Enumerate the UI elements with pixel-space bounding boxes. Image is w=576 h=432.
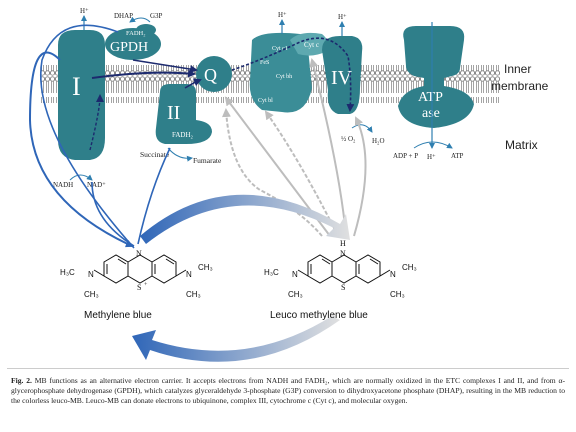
mb-right-ch3-bot: CH₃ (186, 290, 201, 299)
gpdh-fadh2-label: FADH₂ (126, 30, 145, 37)
figure-caption: Fig. 2. MB functions as an alternative e… (7, 368, 569, 428)
atp-synthase: ATP ase (398, 26, 474, 128)
h-plus-label-iii: H⁺ (278, 11, 287, 19)
mb-left-h3c: H₃C (60, 268, 75, 277)
mb-s-atom: S (137, 283, 141, 292)
cyt-c-label: Cyt c (304, 41, 319, 49)
fes-label: FeS (260, 60, 269, 66)
atpase-label-2: ase (422, 106, 440, 121)
cyt-bh-label: Cyt bh (276, 74, 292, 80)
matrix-label: Matrix (505, 138, 538, 152)
h-plus-label-i: H⁺ (80, 7, 89, 15)
atp-label: ATP (451, 152, 464, 160)
leuco-left-n: N (292, 270, 298, 279)
complex-ii-label: II (167, 102, 180, 124)
proton-arrows (81, 15, 435, 149)
complex-i: I (58, 30, 105, 160)
atpase-label-1: ATP (418, 90, 443, 105)
cyt-bl-label: Cyt bl (258, 98, 273, 104)
leuco-oxidation-arrow (132, 316, 340, 362)
nadh-label: NADH (53, 181, 73, 189)
mb-s-charge: + (144, 282, 148, 288)
inner-membrane-label-1: Inner (504, 62, 531, 76)
complex-ii-fadh2-label: FADH₂ (172, 131, 194, 139)
leuco-left-h3c: H₃C (264, 268, 279, 277)
ubiquinone-label: Q (204, 65, 217, 85)
leuco-methylene-blue-label: Leuco methylene blue (270, 310, 368, 321)
leuco-right-n: N (390, 270, 396, 279)
leuco-left-ch3: CH₃ (288, 290, 303, 299)
leuco-h-atom: H (340, 239, 346, 248)
succinate-label: Succinate (140, 150, 170, 159)
leuco-methylene-blue-structure (297, 254, 391, 284)
nad-plus-label: NAD⁺ (87, 181, 106, 189)
leuco-s-atom: S (341, 283, 345, 292)
mb-right-n: N (186, 270, 192, 279)
complex-ii: II FADH₂ (155, 84, 212, 144)
gpdh-label: GPDH (110, 40, 148, 55)
methylene-blue-label: Methylene blue (84, 310, 152, 321)
adp-p-label: ADP + P (393, 152, 418, 160)
ubiquinone-q: Q (196, 56, 232, 92)
h-plus-label-iv: H⁺ (338, 13, 347, 21)
electron-flow-arrows (89, 37, 355, 151)
half-o2-label: ½ O₂ (341, 135, 356, 143)
caption-body: MB functions as an alternative electron … (11, 376, 565, 406)
h2o-label: H₂O (372, 137, 385, 145)
leuco-right-ch3-top: CH₃ (402, 263, 417, 272)
caption-fig-label: Fig. 2. (11, 376, 32, 385)
leuco-right-ch3-bot: CH₃ (390, 290, 405, 299)
cyt-c1-label: Cyt c1 (272, 46, 288, 52)
inner-membrane-label-2: membrane (491, 79, 549, 93)
mb-right-ch3-top: CH₃ (198, 263, 213, 272)
h-plus-label-atpase: H⁺ (427, 153, 436, 161)
dhap-label: DHAP (114, 12, 133, 20)
mb-reduction-arrow (140, 194, 350, 244)
g3p-label: G3P (150, 12, 163, 20)
gpdh-enzyme: GPDH FADH₂ (105, 24, 161, 60)
leuco-n-top: N (340, 249, 346, 258)
mb-left-n: N (88, 270, 94, 279)
complex-i-label: I (72, 72, 81, 101)
fumarate-label: Fumarate (193, 156, 222, 165)
caption-text: Fig. 2. MB functions as an alternative e… (7, 371, 569, 407)
mb-accept-arrows (28, 24, 171, 249)
methylene-blue-structure (93, 254, 187, 284)
complex-iv: IV (322, 36, 363, 114)
mb-left-ch3: CH₃ (84, 290, 99, 299)
complex-iv-label: IV (331, 67, 353, 89)
complex-iii: Cyt c1 Cyt c FeS Cyt bh Cyt bl (249, 32, 328, 113)
mb-n-top: N (136, 249, 142, 258)
